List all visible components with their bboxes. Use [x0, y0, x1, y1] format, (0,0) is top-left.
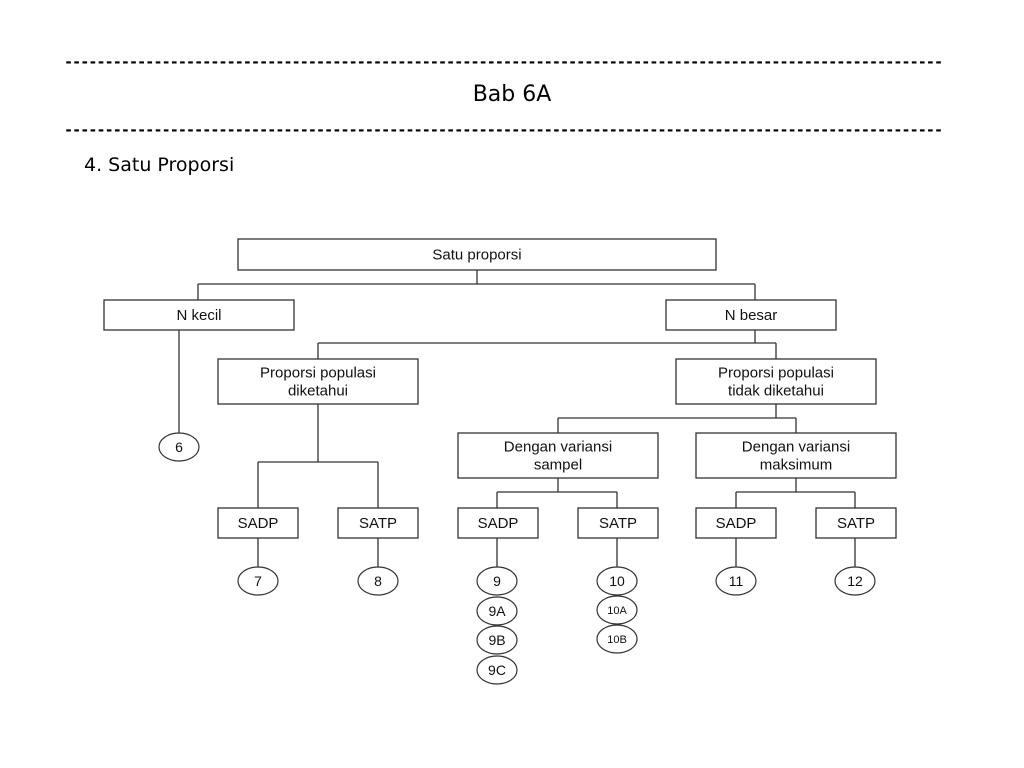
section-subtitle: 4. Satu Proporsi	[84, 154, 235, 176]
leaf-ellipse	[158, 432, 200, 462]
leaf-ellipse	[596, 624, 638, 654]
leaf-label: 7	[254, 573, 262, 589]
node-box	[695, 507, 777, 539]
node-root: Satu proporsi	[237, 238, 717, 271]
node-label: SADP	[716, 515, 757, 532]
bottom-divider: ----------------------------------------…	[64, 123, 943, 137]
node-label: Dengan variansi	[742, 439, 850, 456]
leaf-label: 8	[374, 573, 382, 589]
node-sadp1: SADP	[217, 507, 299, 539]
leaf-c11: 11	[715, 566, 757, 596]
node-box	[665, 299, 837, 331]
node-sadp3: SADP	[695, 507, 777, 539]
leaf-ellipse	[237, 566, 279, 596]
node-label: Proporsi populasi	[718, 365, 834, 382]
leaf-ellipse	[596, 566, 638, 596]
node-box	[457, 507, 539, 539]
leaf-c9b: 9B	[476, 625, 518, 655]
node-label: Proporsi populasi	[260, 365, 376, 382]
node-label: SATP	[599, 515, 637, 532]
node-box	[237, 238, 717, 271]
connector-line	[257, 404, 379, 508]
node-label: SATP	[837, 515, 875, 532]
node-label: tidak diketahui	[728, 383, 824, 400]
leaf-c6: 6	[158, 432, 200, 462]
leaf-label: 9B	[488, 632, 505, 648]
node-label: N kecil	[176, 307, 221, 324]
node-label: N besar	[725, 307, 778, 324]
leaf-ellipse	[476, 625, 518, 655]
node-box	[103, 299, 295, 331]
tree-connectors	[178, 270, 856, 567]
leaf-label: 9	[493, 573, 501, 589]
node-label: SADP	[238, 515, 279, 532]
node-label: diketahui	[288, 383, 348, 400]
node-box	[695, 432, 897, 479]
leaf-ellipse	[476, 596, 518, 626]
leaf-ellipse	[596, 595, 638, 625]
node-box	[815, 507, 897, 539]
tree-leaf-circles: 6 7 8 9 9A 9B 9C 10 10A 10B 11 12	[158, 432, 876, 685]
leaf-c8: 8	[357, 566, 399, 596]
leaf-label: 9C	[488, 662, 506, 678]
node-box	[337, 507, 419, 539]
leaf-c7: 7	[237, 566, 279, 596]
node-label: SATP	[359, 515, 397, 532]
leaf-c10a: 10A	[596, 595, 638, 625]
node-box	[577, 507, 659, 539]
leaf-label: 10A	[607, 605, 627, 617]
leaf-label: 6	[175, 439, 183, 455]
node-nbesar: N besar	[665, 299, 837, 331]
leaf-label: 9A	[488, 603, 506, 619]
node-sadp2: SADP	[457, 507, 539, 539]
page-title: Bab 6A	[472, 82, 552, 107]
leaf-c10b: 10B	[596, 624, 638, 654]
leaf-ellipse	[715, 566, 757, 596]
leaf-c9c: 9C	[476, 655, 518, 685]
node-box	[675, 358, 877, 405]
leaf-ellipse	[476, 655, 518, 685]
connector-line	[317, 330, 777, 359]
node-label: Dengan variansi	[504, 439, 612, 456]
node-satp1: SATP	[337, 507, 419, 539]
node-label: maksimum	[760, 457, 833, 474]
node-label: Satu proporsi	[432, 247, 521, 264]
top-divider: ----------------------------------------…	[64, 55, 943, 69]
leaf-label: 10	[609, 573, 625, 589]
leaf-label: 12	[847, 573, 863, 589]
leaf-ellipse	[476, 566, 518, 596]
leaf-c10: 10	[596, 566, 638, 596]
connector-line	[496, 478, 618, 508]
connector-line	[197, 270, 756, 300]
leaf-label: 11	[729, 573, 744, 589]
node-satp3: SATP	[815, 507, 897, 539]
leaf-c12: 12	[834, 566, 876, 596]
node-box	[217, 358, 419, 405]
leaf-ellipse	[357, 566, 399, 596]
node-nkecil: N kecil	[103, 299, 295, 331]
leaf-label: 10B	[607, 634, 627, 646]
node-box	[217, 507, 299, 539]
node-box	[457, 432, 659, 479]
leaf-c9a: 9A	[476, 596, 518, 626]
node-satp2: SATP	[577, 507, 659, 539]
leaf-ellipse	[834, 566, 876, 596]
node-label: sampel	[534, 457, 582, 474]
connector-line	[557, 404, 797, 433]
leaf-c9: 9	[476, 566, 518, 596]
connector-line	[735, 478, 856, 508]
node-label: SADP	[478, 515, 519, 532]
